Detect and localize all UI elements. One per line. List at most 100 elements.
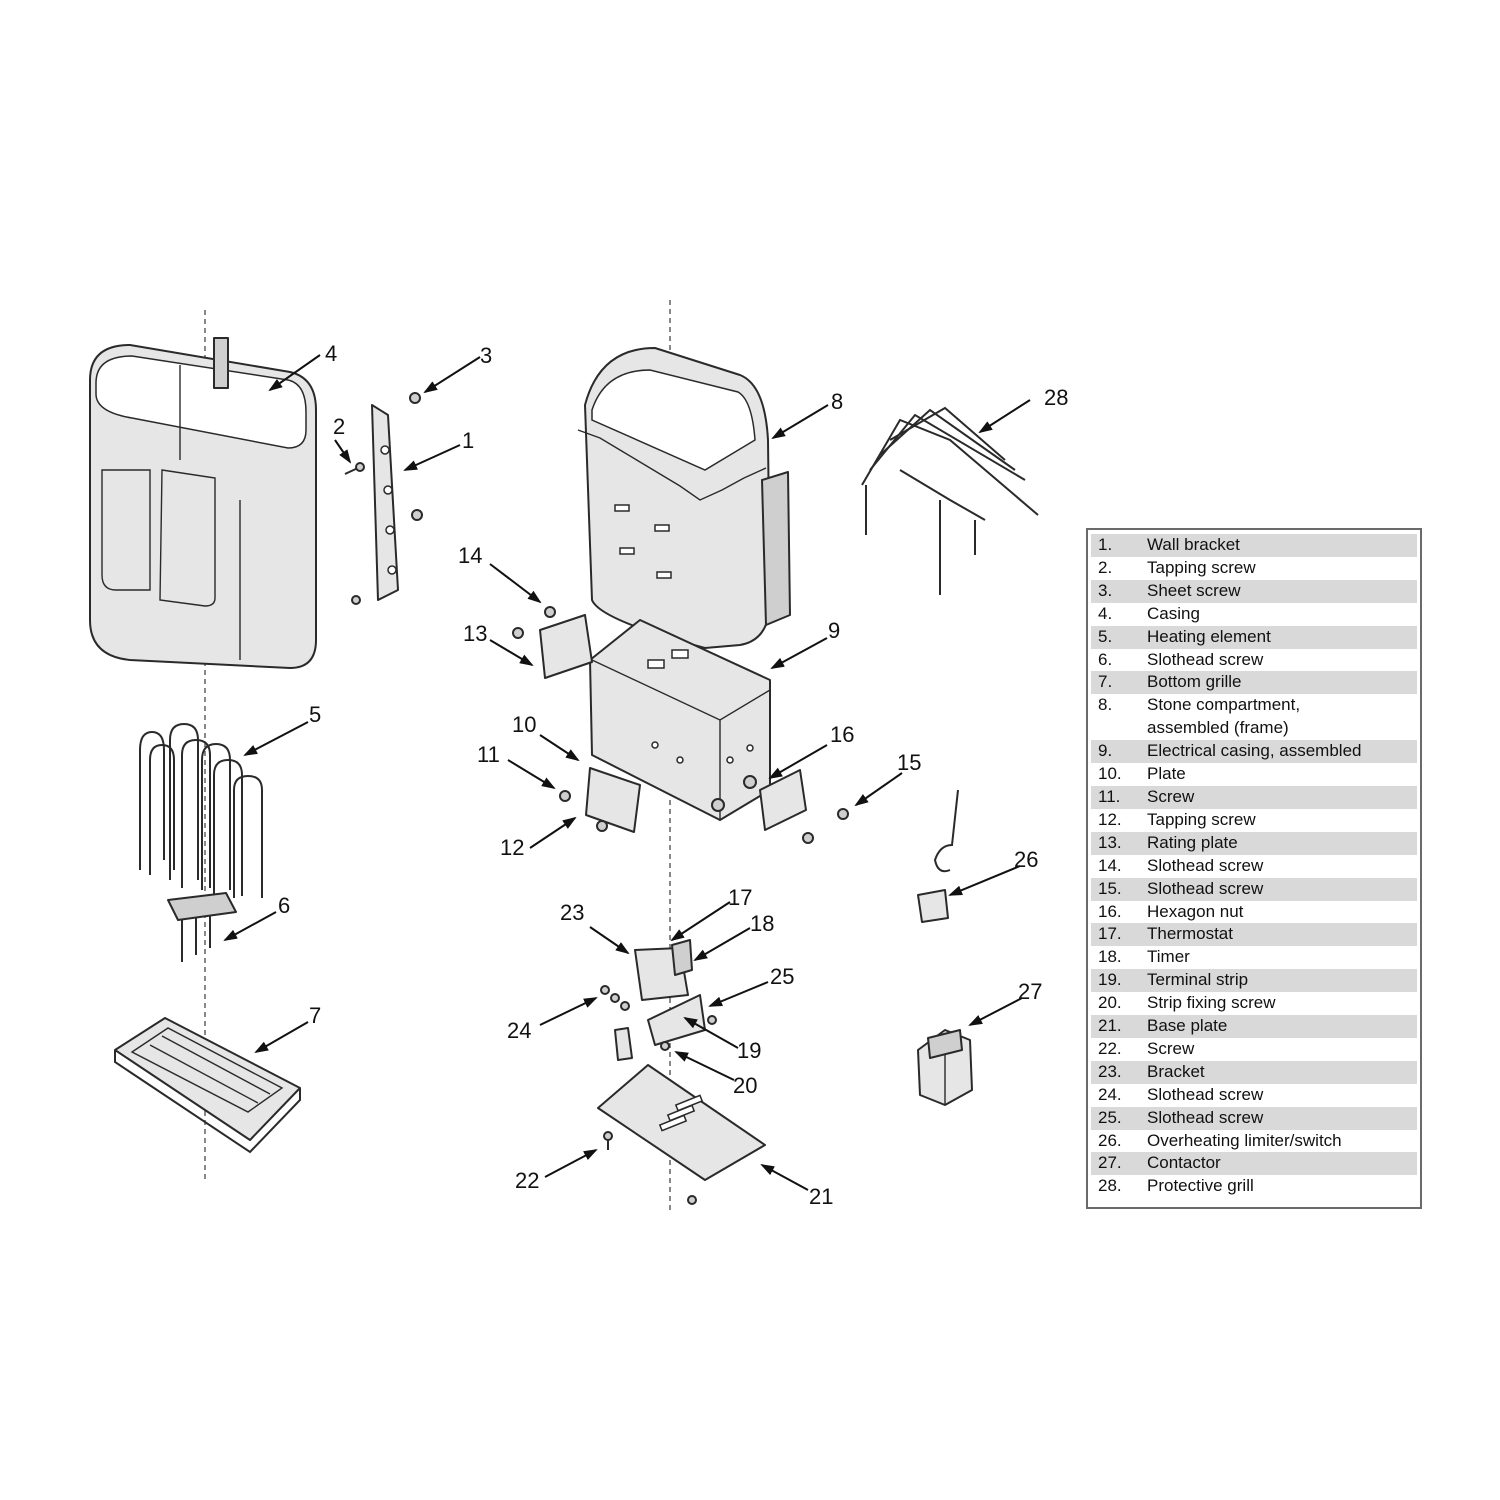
- part-casing: [89, 337, 317, 669]
- legend-label: Base plate: [1147, 1016, 1228, 1036]
- part-overheating-limiter: [917, 789, 959, 923]
- legend-num: 14.: [1098, 855, 1122, 875]
- legend-label: Rating plate: [1147, 832, 1238, 852]
- legend-num: 9.: [1098, 741, 1113, 761]
- legend-row-15: 15. Slothead screw: [1091, 877, 1417, 901]
- legend-row-1: 1.Wall bracket: [1091, 534, 1417, 557]
- legend-label: Timer: [1147, 947, 1190, 967]
- callout-1: 1: [462, 428, 474, 453]
- callout-9: 9: [828, 618, 840, 643]
- legend-label: Bottom grille: [1147, 672, 1242, 692]
- legend-row-22: 22.Screw: [1091, 1038, 1417, 1061]
- part-tapping-screw: [344, 462, 365, 475]
- legend-num: 18.: [1098, 947, 1122, 967]
- part-sheet-screw: [351, 392, 423, 605]
- callout-25: 25: [770, 964, 794, 989]
- legend-label: Slothead screw: [1147, 878, 1264, 898]
- legend-num: 2.: [1098, 557, 1113, 577]
- callout-27: 27: [1018, 979, 1042, 1004]
- part-side-plate: [759, 769, 807, 831]
- legend-label: Plate: [1147, 764, 1186, 784]
- part-slothead-screw-14: [512, 606, 556, 639]
- callout-13: 13: [463, 621, 487, 646]
- legend-num: 15.: [1098, 878, 1122, 898]
- legend-num: 10.: [1098, 764, 1122, 784]
- legend-label: Sheet screw: [1147, 580, 1241, 600]
- part-screw-11: [559, 790, 571, 802]
- part-screw-22: [603, 1131, 697, 1205]
- legend-num: 5.: [1098, 626, 1113, 646]
- legend-label: Tapping screw: [1147, 809, 1256, 829]
- legend-num: 28.: [1098, 1176, 1122, 1196]
- callout-28: 28: [1044, 385, 1068, 410]
- leader-arrows: [223, 354, 1031, 1191]
- legend-num: 7.: [1098, 672, 1113, 692]
- legend-num: 8.: [1098, 695, 1113, 715]
- callout-21: 21: [809, 1184, 833, 1209]
- legend-row-24: 24.Slothead screw: [1091, 1084, 1417, 1107]
- part-tapping-screw-12: [596, 820, 608, 832]
- legend-row-17: 17.Thermostat: [1091, 923, 1417, 947]
- legend-label: Tapping screw: [1147, 557, 1256, 577]
- legend-num: 20.: [1098, 993, 1122, 1013]
- legend-row-20: 20. Strip fixing screw: [1091, 992, 1417, 1015]
- callout-11: 11: [477, 742, 500, 767]
- callout-5: 5: [309, 702, 321, 727]
- callout-24: 24: [507, 1018, 531, 1043]
- legend-label: Protective grill: [1147, 1176, 1254, 1196]
- legend-label: Bracket: [1147, 1061, 1205, 1081]
- legend-label: Screw: [1147, 786, 1195, 806]
- legend-row-5: 5. Heating element: [1091, 625, 1417, 649]
- legend-row-8: 8.Stone compartment, assembled (frame): [1091, 694, 1417, 740]
- legend-num: 4.: [1098, 603, 1113, 623]
- legend-label: Slothead screw: [1147, 1107, 1264, 1127]
- part-plate: [585, 767, 641, 833]
- callout-26: 26: [1014, 847, 1038, 872]
- legend-label: Terminal strip: [1147, 970, 1249, 990]
- callout-8: 8: [831, 389, 843, 414]
- legend-num: 13.: [1098, 832, 1122, 852]
- part-protective-grill: [861, 406, 1039, 595]
- legend-row-9: 9.Electrical casing, assembled: [1091, 740, 1417, 764]
- legend-row-7: 7. Bottom grille: [1091, 671, 1417, 695]
- part-bottom-grille: [114, 1017, 301, 1154]
- legend-label: Contactor: [1147, 1153, 1221, 1173]
- legend-num: 23.: [1098, 1061, 1122, 1081]
- legend-label: Slothead screw: [1147, 649, 1264, 669]
- legend-row-14: 14.Slothead screw: [1091, 855, 1417, 878]
- legend-row-4: 4. Casing: [1091, 603, 1417, 626]
- legend-num: 12.: [1098, 809, 1122, 829]
- callout-10: 10: [512, 712, 536, 737]
- part-slothead-screw-15: [802, 808, 849, 844]
- legend-row-28: 28. Protective grill: [1091, 1175, 1417, 1198]
- parts-legend: 1.Wall bracket 2. Tapping screw 3. Sheet s…: [1086, 528, 1422, 1209]
- callout-19: 19: [737, 1038, 761, 1063]
- callout-14: 14: [458, 543, 482, 568]
- callout-16: 16: [830, 722, 854, 747]
- callout-2: 2: [333, 414, 345, 439]
- legend-label: Strip fixing screw: [1147, 993, 1276, 1013]
- part-contactor: [917, 1029, 973, 1106]
- legend-row-12: 12. Tapping screw: [1091, 809, 1417, 832]
- legend-label: Screw: [1147, 1038, 1195, 1058]
- legend-label: Casing: [1147, 603, 1200, 623]
- legend-num: 16.: [1098, 901, 1122, 921]
- part-base-plate: [597, 1064, 766, 1181]
- legend-num: 25.: [1098, 1107, 1122, 1127]
- legend-row-26: 26. Overheating limiter/switch: [1091, 1130, 1417, 1153]
- callout-6: 6: [278, 893, 290, 918]
- legend-num: 27.: [1098, 1153, 1122, 1173]
- legend-row-3: 3. Sheet screw: [1091, 579, 1417, 603]
- legend-num: 19.: [1098, 970, 1122, 990]
- legend-row-23: 23. Bracket: [1091, 1060, 1417, 1084]
- callout-18: 18: [750, 911, 774, 936]
- legend-num: 26.: [1098, 1130, 1122, 1150]
- legend-label: Overheating limiter/switch: [1147, 1130, 1342, 1150]
- callout-15: 15: [897, 750, 921, 775]
- legend-row-13: 13. Rating plate: [1091, 831, 1417, 855]
- callout-23: 23: [560, 900, 584, 925]
- legend-label: Heating element: [1147, 626, 1271, 646]
- legend-row-27: 27. Contactor: [1091, 1152, 1417, 1176]
- legend-num: 3.: [1098, 580, 1113, 600]
